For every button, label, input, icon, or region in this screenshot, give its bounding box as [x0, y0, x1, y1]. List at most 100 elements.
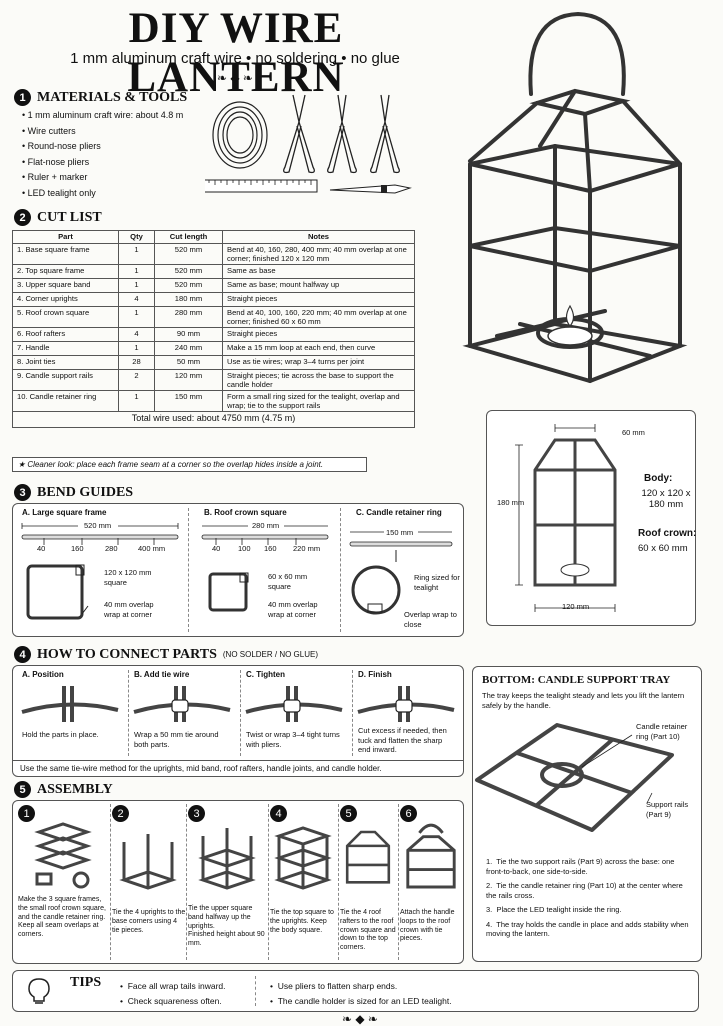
- bend-c-size: Ring sized for tealight: [414, 573, 460, 592]
- table-cell: Form a small ring sized for the tealight…: [222, 390, 415, 412]
- table-cell: Use as tie wires; wrap 3–4 turns per joi…: [222, 355, 415, 370]
- roof-label: Roof crown:: [638, 528, 697, 539]
- star-icon: ★: [18, 460, 28, 469]
- bend-c-title: C. Candle retainer ring: [356, 508, 442, 517]
- table-cell: 1: [118, 341, 155, 356]
- materials-heading: 1 MATERIALS & TOOLS: [14, 89, 187, 106]
- table-cell: 1: [118, 306, 155, 328]
- bend-b-mark-3: 160: [264, 544, 277, 553]
- assembly-step-diagram: [198, 828, 256, 890]
- table-cell: Bend at 40, 100, 160, 220 mm; 40 mm over…: [222, 306, 415, 328]
- tip-item: • Check squareness often.: [120, 996, 222, 1006]
- table-cell: 180 mm: [154, 292, 223, 307]
- tray-step: 3. Place the LED tealight inside the rin…: [486, 905, 622, 914]
- assembly-step-diagram: [274, 826, 332, 890]
- assembly-step-number: 2: [112, 805, 129, 822]
- table-cell: 4. Corner uprights: [12, 292, 119, 307]
- bend-a-mark-2: 160: [71, 544, 84, 553]
- connect-step-title: A. Position: [22, 670, 64, 679]
- divider: [240, 670, 241, 756]
- column-header: Cut length: [154, 230, 223, 244]
- assembly-step-text: Tie the 4 roof rafters to the roof crown…: [340, 909, 396, 952]
- bend-a-diagram: [21, 523, 179, 620]
- table-cell: 1: [118, 278, 155, 293]
- table-cell: 4: [118, 292, 155, 307]
- divider: [398, 804, 399, 960]
- tip-item: • Face all wrap tails inward.: [120, 981, 226, 991]
- table-cell: 1: [118, 390, 155, 412]
- tray-step: 2. Tie the candle retainer ring (Part 10…: [486, 881, 683, 900]
- table-cell: 90 mm: [154, 327, 223, 342]
- divider: [186, 804, 187, 960]
- assembly-step-diagram: [345, 830, 391, 884]
- tip-item: • The candle holder is sized for an LED …: [270, 996, 452, 1006]
- material-item: Wire cutters: [22, 124, 183, 140]
- table-cell: 3. Upper square band: [12, 278, 119, 293]
- table-cell: 5. Roof crown square: [12, 306, 119, 328]
- table-cell: Same as base; mount halfway up: [222, 278, 415, 293]
- column-header: Notes: [222, 230, 415, 244]
- tray-step: 1. Tie the two support rails (Part 9) ac…: [486, 857, 675, 876]
- assembly-step-diagram: [34, 822, 92, 889]
- bend-b-mark-1: 40: [212, 544, 221, 553]
- table-cell: Bend at 40, 160, 280, 400 mm; 40 mm over…: [222, 243, 415, 265]
- assembly-step-number: 5: [340, 805, 357, 822]
- bend-b-mark-4: 220 mm: [293, 544, 321, 553]
- material-item: Round-nose pliers: [22, 139, 183, 155]
- ruler-icon: [205, 179, 318, 193]
- table-cell: 520 mm: [154, 243, 223, 265]
- dimensions-panel: [486, 410, 696, 626]
- cutlist-tip: ★ Cleaner look: place each frame seam at…: [12, 457, 367, 472]
- table-cell: 520 mm: [154, 264, 223, 279]
- materials-list: 1 mm aluminum craft wire: about 4.8 mWir…: [22, 108, 184, 201]
- table-cell: 1. Base square frame: [12, 243, 119, 265]
- assembly-step-number: 3: [188, 805, 205, 822]
- table-cell: 240 mm: [154, 341, 223, 356]
- table-cell: 9. Candle support rails: [12, 369, 119, 391]
- table-cell: Straight pieces; tie across the base to …: [222, 369, 415, 391]
- divider: [110, 804, 111, 960]
- connect-panel: [12, 665, 464, 777]
- dim-180: 180 mm: [497, 498, 525, 507]
- assembly-step-text: Tie the 4 uprights to the base corners u…: [112, 909, 186, 934]
- table-cell: 4: [118, 327, 155, 342]
- tips-panel: [12, 970, 699, 1012]
- divider: [338, 804, 339, 960]
- connect-step-diagram: [133, 686, 231, 722]
- tip-item: • Use pliers to flatten sharp ends.: [270, 981, 398, 991]
- table-cell: 120 mm: [154, 369, 223, 391]
- table-cell: Straight pieces: [222, 327, 415, 342]
- assembly-step-number: 6: [400, 805, 417, 822]
- ornament-icon: ❧ ◆ ❧: [341, 1012, 378, 1026]
- tray-step: 4. The tray holds the candle in place an…: [486, 919, 689, 939]
- divider: [340, 508, 341, 632]
- bend-a-length: 520 mm: [84, 521, 112, 530]
- dim-60: 60 mm: [622, 428, 645, 437]
- tools-illustration: [205, 94, 412, 194]
- material-item: 1 mm aluminum craft wire: about 4.8 m: [22, 108, 184, 124]
- bend-a-mark-4: 400 mm: [138, 544, 166, 553]
- tray-steps: 1. Tie the two support rails (Part 9) ac…: [486, 857, 692, 944]
- body-label: Body:: [644, 473, 673, 484]
- connect-step-title: C. Tighten: [246, 670, 285, 679]
- connect-step-diagram: [357, 686, 455, 722]
- table-cell: 1: [118, 243, 155, 265]
- tips-heading: TIPS: [70, 975, 102, 990]
- bend-a-title: A. Large square frame: [22, 508, 107, 517]
- assembly-step-diagram: [406, 823, 456, 889]
- column-header: Part: [12, 230, 119, 244]
- bend-c-length: 150 mm: [386, 528, 414, 537]
- connect-step-text: Wrap a 50 mm tie around both parts.: [134, 730, 219, 749]
- material-item: Ruler + marker: [22, 170, 183, 186]
- wire-coil-icon: [212, 101, 268, 169]
- bend-b-mark-2: 100: [238, 544, 251, 553]
- connect-step-text: Hold the parts in place.: [22, 730, 99, 739]
